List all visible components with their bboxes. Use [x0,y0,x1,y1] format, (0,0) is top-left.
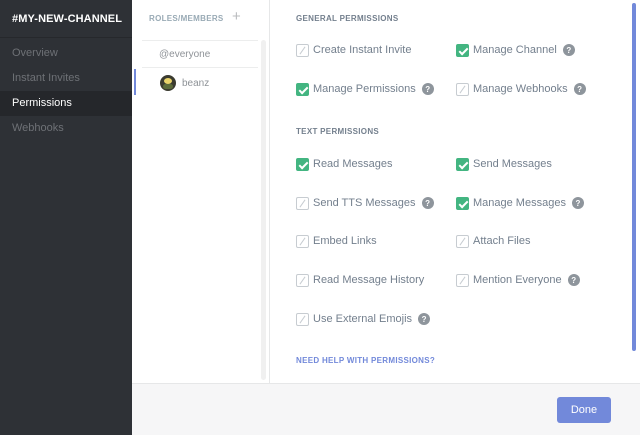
perm-label: Use External Emojis [313,313,413,325]
perm-create-instant-invite[interactable]: Create Instant Invite [296,42,411,58]
nav-instant-invites[interactable]: Instant Invites [12,72,80,84]
channel-settings-sidebar: #MY-NEW-CHANNEL Overview Instant Invites… [0,0,132,435]
perm-manage-permissions[interactable]: Manage Permissions ? [296,81,434,97]
member-name: beanz [182,77,210,89]
checkbox[interactable] [296,196,309,210]
checkbox[interactable] [296,312,309,326]
perm-mention-everyone[interactable]: Mention Everyone ? [456,272,580,288]
checkbox[interactable] [296,273,309,287]
help-icon[interactable]: ? [567,274,580,286]
perm-read-message-history[interactable]: Read Message History [296,272,424,288]
perm-send-tts-messages[interactable]: Send TTS Messages ? [296,195,434,211]
perm-label: Manage Webhooks [473,83,568,95]
role-everyone-label: @everyone [159,48,211,60]
perm-read-messages[interactable]: Read Messages [296,156,393,172]
checkbox[interactable] [296,82,309,96]
checkbox[interactable] [296,157,309,171]
perm-send-messages[interactable]: Send Messages [456,156,552,172]
perm-label: Send Messages [473,158,552,170]
perm-label: Create Instant Invite [313,44,412,56]
perm-label: Manage Permissions [313,83,416,95]
perm-label: Attach Files [473,235,531,247]
checkbox[interactable] [456,273,469,287]
perm-manage-messages[interactable]: Manage Messages ? [456,195,584,211]
perm-label: Read Message History [313,274,425,286]
nav-webhooks[interactable]: Webhooks [12,122,64,134]
help-icon[interactable]: ? [562,44,575,56]
channel-name: #MY-NEW-CHANNEL [0,0,132,38]
avatar [160,75,176,91]
roles-members-header: ROLES/MEMBERS [149,14,224,23]
checkbox[interactable] [456,196,469,210]
selected-indicator [134,69,136,95]
checkbox[interactable] [456,234,469,248]
perm-embed-links[interactable]: Embed Links [296,233,377,249]
perm-label: Manage Channel [473,44,557,56]
permissions-scrollbar[interactable] [632,3,636,351]
checkbox[interactable] [296,43,309,57]
perm-attach-files[interactable]: Attach Files [456,233,530,249]
perm-label: Manage Messages [473,197,566,209]
member-beanz[interactable]: beanz [132,68,258,98]
nav-overview[interactable]: Overview [12,47,58,59]
perm-use-external-emojis[interactable]: Use External Emojis ? [296,311,431,327]
general-permissions-title: GENERAL PERMISSIONS [296,14,399,23]
permissions-help-link[interactable]: NEED HELP WITH PERMISSIONS? [296,356,436,365]
perm-label: Embed Links [313,235,377,247]
help-icon[interactable]: ? [418,313,431,325]
perm-label: Send TTS Messages [313,197,416,209]
checkbox[interactable] [456,43,469,57]
checkbox[interactable] [456,82,469,96]
help-icon[interactable]: ? [421,197,434,209]
checkbox[interactable] [456,157,469,171]
add-role-icon[interactable]: + [232,8,241,25]
perm-manage-channel[interactable]: Manage Channel ? [456,42,575,58]
perm-manage-webhooks[interactable]: Manage Webhooks ? [456,81,586,97]
text-permissions-title: TEXT PERMISSIONS [296,127,380,136]
perm-label: Mention Everyone [473,274,562,286]
done-button[interactable]: Done [557,397,611,423]
help-icon[interactable]: ? [421,83,434,95]
permissions-panel: GENERAL PERMISSIONS Create Instant Invit… [271,0,640,383]
roles-scrollbar[interactable] [261,40,266,380]
settings-nav: Overview Instant Invites Permissions Web… [0,41,132,141]
help-icon[interactable]: ? [573,83,586,95]
role-everyone[interactable]: @everyone [142,40,258,68]
settings-footer: Done [132,383,640,435]
checkbox[interactable] [296,234,309,248]
perm-label: Read Messages [313,158,393,170]
nav-permissions[interactable]: Permissions [0,91,132,116]
roles-members-panel: ROLES/MEMBERS + @everyone beanz [132,0,270,383]
help-icon[interactable]: ? [571,197,584,209]
roles-list: @everyone beanz [132,40,258,98]
